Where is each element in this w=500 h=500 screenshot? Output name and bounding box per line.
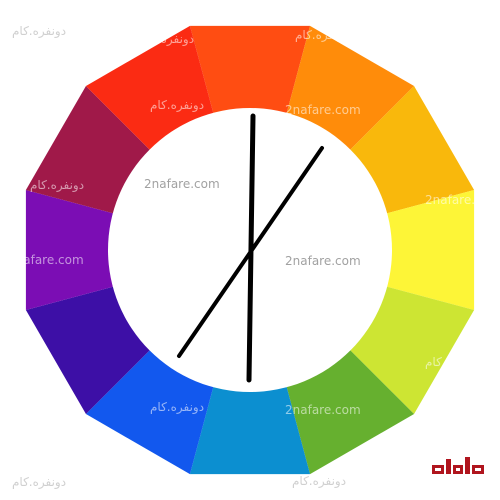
- wheel-segment-red: [85, 25, 214, 152]
- wheel-segment-blue: [85, 348, 214, 475]
- wheel-segment-orange: [286, 25, 415, 152]
- wheel-segment-green: [286, 348, 415, 475]
- wheel-segment-yellow-orange: [348, 85, 475, 214]
- site-logo: [430, 455, 490, 477]
- wheel-segment-violet: [25, 189, 115, 311]
- line-diagonal: [177, 146, 324, 358]
- wheel-segment-red-orange: [189, 25, 311, 115]
- wheel-segment-yellow-green: [348, 286, 475, 415]
- wheel-segment-red-violet: [25, 85, 152, 214]
- wheel-segments: [25, 25, 475, 475]
- wheel-segment-yellow: [385, 189, 475, 311]
- logo-icon: [432, 457, 484, 474]
- wheel-segment-blue-green: [189, 385, 311, 475]
- wheel-segment-blue-violet: [25, 286, 152, 415]
